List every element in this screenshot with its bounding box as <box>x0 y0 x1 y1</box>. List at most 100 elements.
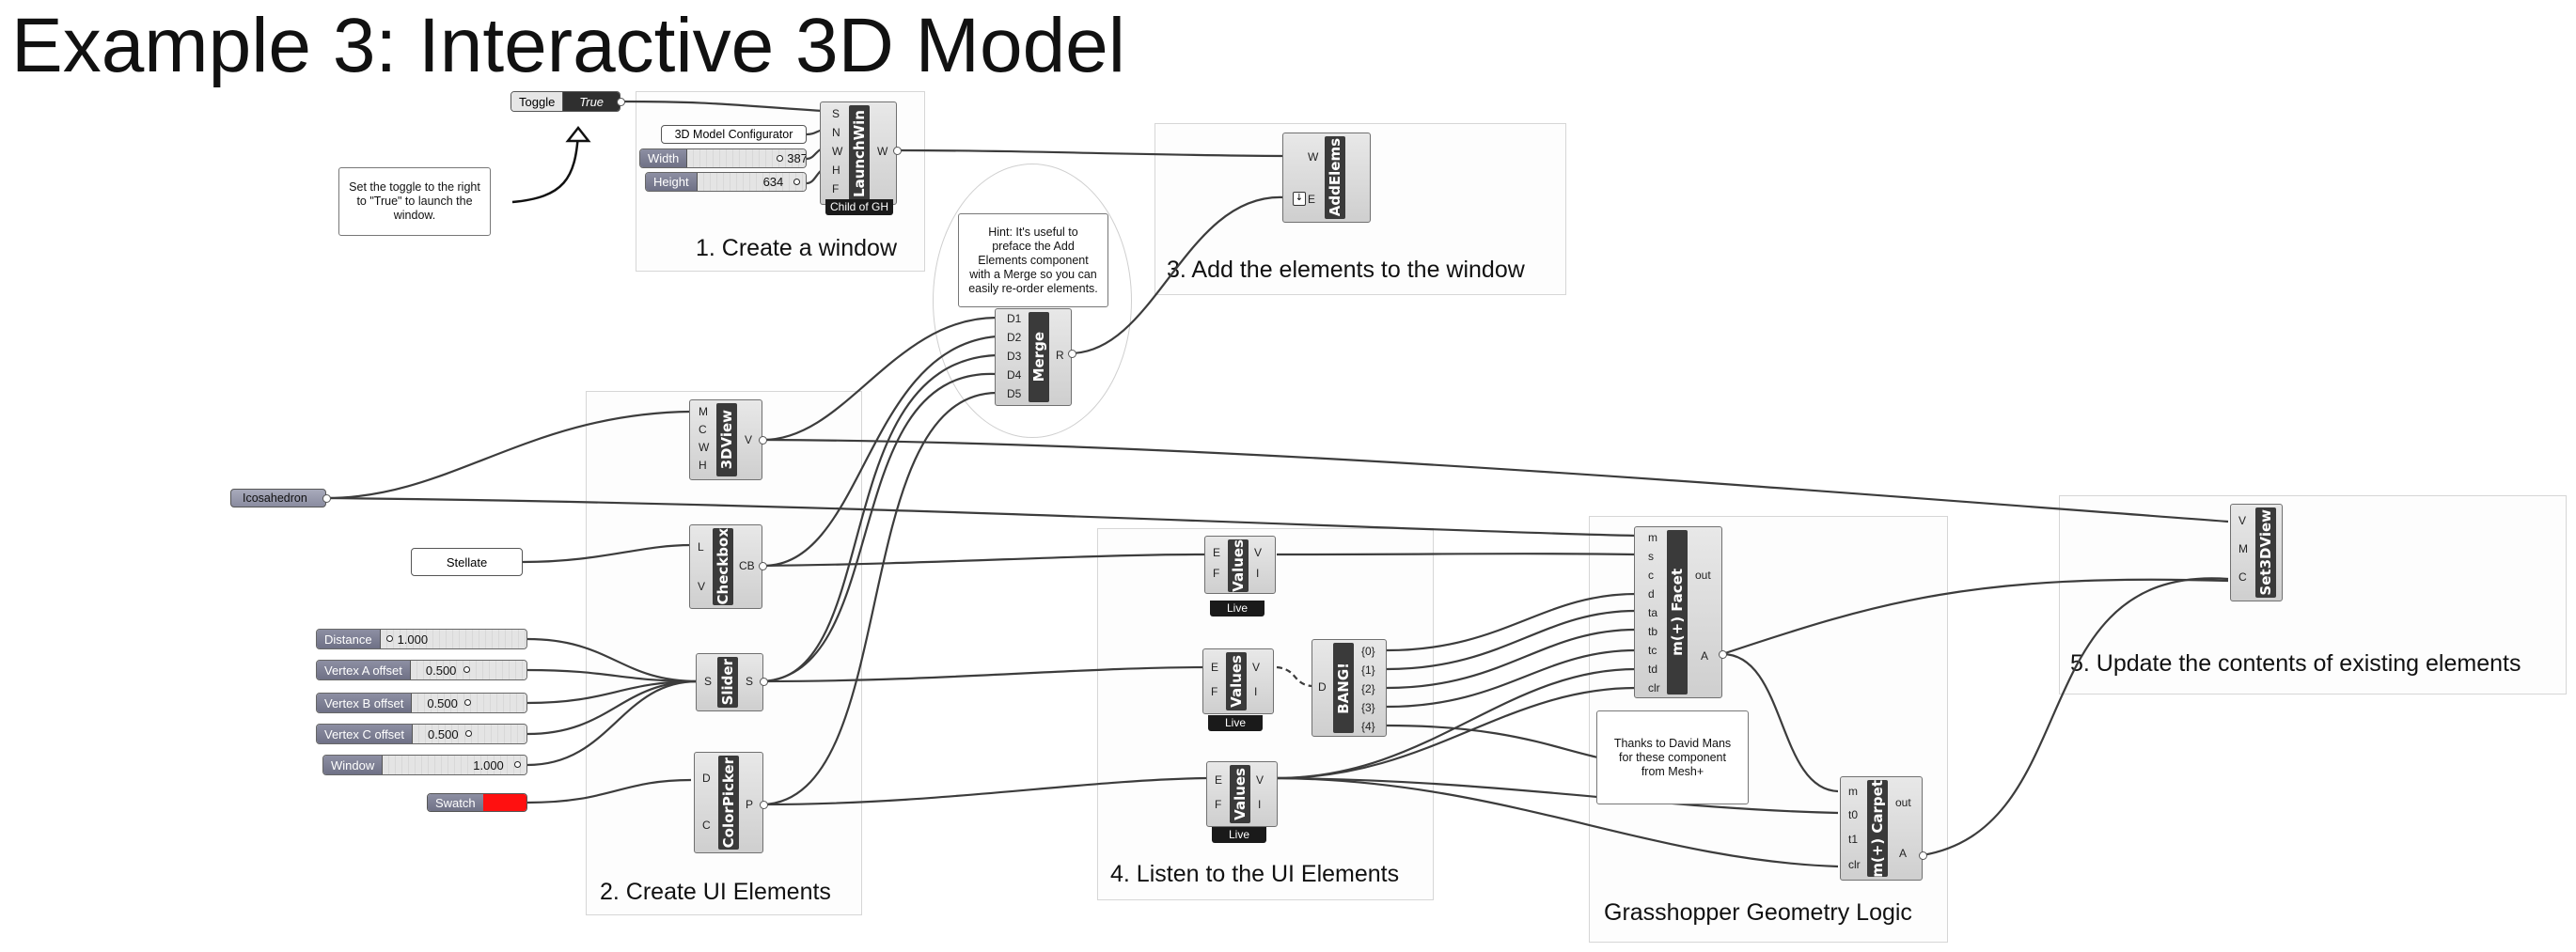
facet-input-tc[interactable]: tc <box>1648 644 1657 657</box>
facet-input-m[interactable]: m <box>1648 531 1657 544</box>
swatch-color-box[interactable] <box>482 794 526 811</box>
bang-component[interactable]: D BANG! {0} {1} {2} {3} {4} <box>1312 639 1387 737</box>
carpet-component[interactable]: m t0 t1 clr m(+) Carpet out A <box>1840 776 1923 881</box>
grip-checkbox-out[interactable] <box>759 562 767 570</box>
vertex-a-slider-track[interactable]: 0.500 <box>410 661 526 679</box>
icosahedron-param[interactable]: Icosahedron <box>230 489 326 507</box>
launchwin-output-w[interactable]: W <box>877 145 888 158</box>
merge-output-r[interactable]: R <box>1056 349 1064 362</box>
distance-slider-knob[interactable] <box>385 635 393 642</box>
values3-output-v[interactable]: V <box>1256 773 1264 787</box>
bang-output-2[interactable]: {2} <box>1361 682 1375 695</box>
grip-toggle-out[interactable] <box>617 98 625 106</box>
values1-output-i[interactable]: I <box>1256 567 1260 580</box>
addelems-input-e[interactable]: E <box>1308 193 1316 206</box>
set3dview-input-v[interactable]: V <box>2238 514 2247 527</box>
grip-colorpicker-out[interactable] <box>760 801 768 809</box>
merge-component[interactable]: D1 D2 D3 D4 D5 Merge R <box>995 308 1072 406</box>
grip-facet-out[interactable] <box>1719 650 1727 659</box>
window-slider-knob[interactable] <box>514 761 522 768</box>
swatch-param[interactable]: Swatch <box>427 793 527 812</box>
width-slider-track[interactable]: 387 <box>687 149 806 167</box>
distance-slider[interactable]: Distance 1.000 <box>316 629 527 649</box>
launchwin-input-w[interactable]: W <box>832 145 843 158</box>
values2-output-v[interactable]: V <box>1252 661 1261 674</box>
height-slider[interactable]: Height 634 <box>645 172 807 192</box>
window-title-panel[interactable]: 3D Model Configurator <box>661 125 807 144</box>
values1-input-e[interactable]: E <box>1213 546 1221 559</box>
values2-input-f[interactable]: F <box>1211 685 1218 698</box>
view3d-component[interactable]: M C W H 3DView V <box>689 399 762 480</box>
values3-component[interactable]: E F Values V I <box>1206 761 1278 827</box>
height-slider-knob[interactable] <box>793 179 800 185</box>
set3dview-input-m[interactable]: M <box>2238 542 2248 555</box>
bang-output-1[interactable]: {1} <box>1361 663 1375 677</box>
vertex-a-slider[interactable]: Vertex A offset 0.500 <box>316 660 527 680</box>
facet-component[interactable]: m s c d ta tb tc td clr m(+) Facet out A <box>1634 526 1722 698</box>
bang-output-4[interactable]: {4} <box>1361 720 1375 733</box>
slider-input-s[interactable]: S <box>704 675 713 688</box>
facet-input-clr[interactable]: clr <box>1648 681 1660 694</box>
carpet-output-out[interactable]: out <box>1895 796 1911 809</box>
values1-component[interactable]: E F Values V I <box>1204 536 1276 594</box>
bang-output-3[interactable]: {3} <box>1361 701 1375 714</box>
grip-icosahedron-out[interactable] <box>322 494 331 503</box>
grip-carpet-out[interactable] <box>1919 851 1927 860</box>
facet-input-ta[interactable]: ta <box>1648 606 1658 619</box>
colorpicker-component[interactable]: D C ColorPicker P <box>694 752 763 853</box>
addelems-input-w[interactable]: W <box>1308 150 1319 164</box>
merge-input-d5[interactable]: D5 <box>1007 387 1022 400</box>
width-slider-knob[interactable] <box>777 155 784 162</box>
colorpicker-input-d[interactable]: D <box>702 772 711 785</box>
facet-input-tb[interactable]: tb <box>1648 625 1658 638</box>
slider-output-s[interactable]: S <box>746 675 754 688</box>
launchwin-input-s[interactable]: S <box>832 107 840 120</box>
launchwin-input-h[interactable]: H <box>832 164 840 177</box>
vertex-b-slider-knob[interactable] <box>464 699 472 706</box>
distance-slider-track[interactable]: 1.000 <box>380 630 526 648</box>
height-slider-track[interactable]: 634 <box>697 173 806 191</box>
values3-input-f[interactable]: F <box>1215 798 1222 811</box>
launchwin-input-n[interactable]: N <box>832 126 840 139</box>
checkbox-output-cb[interactable]: CB <box>739 559 755 572</box>
values2-input-e[interactable]: E <box>1211 661 1219 674</box>
values2-output-i[interactable]: I <box>1254 685 1258 698</box>
vertex-b-slider-track[interactable]: 0.500 <box>412 694 526 712</box>
facet-output-a[interactable]: A <box>1701 649 1709 663</box>
values3-input-e[interactable]: E <box>1215 773 1223 787</box>
carpet-input-t0[interactable]: t0 <box>1848 808 1859 821</box>
launchwin-component[interactable]: S N W H F LaunchWin W <box>820 101 897 205</box>
checkbox-input-v[interactable]: V <box>698 580 706 593</box>
grip-slider-out[interactable] <box>760 678 768 686</box>
grip-merge-out[interactable] <box>1068 350 1076 358</box>
vertex-c-slider[interactable]: Vertex C offset 0.500 <box>316 724 527 744</box>
vertex-c-slider-track[interactable]: 0.500 <box>413 725 526 743</box>
carpet-input-m[interactable]: m <box>1848 785 1858 798</box>
values2-component[interactable]: E F Values V I <box>1202 648 1274 714</box>
width-slider[interactable]: Width 387 <box>639 148 807 168</box>
slider-component[interactable]: S Slider S <box>696 653 763 711</box>
set3dview-input-c[interactable]: C <box>2238 570 2247 584</box>
colorpicker-output-p[interactable]: P <box>746 798 754 811</box>
grip-view3d-out[interactable] <box>759 436 767 445</box>
bang-output-0[interactable]: {0} <box>1361 645 1375 658</box>
view3d-input-c[interactable]: C <box>699 423 707 436</box>
merge-input-d4[interactable]: D4 <box>1007 368 1022 382</box>
facet-input-d[interactable]: d <box>1648 587 1655 601</box>
view3d-input-m[interactable]: M <box>699 405 708 418</box>
merge-input-d3[interactable]: D3 <box>1007 350 1022 363</box>
checkbox-component[interactable]: L V Checkbox CB <box>689 524 762 609</box>
set3dview-component[interactable]: V M C Set3DView <box>2230 504 2283 601</box>
values3-output-i[interactable]: I <box>1258 798 1262 811</box>
facet-input-c[interactable]: c <box>1648 569 1654 582</box>
checkbox-input-l[interactable]: L <box>698 540 704 554</box>
carpet-input-t1[interactable]: t1 <box>1848 833 1859 846</box>
values1-output-v[interactable]: V <box>1254 546 1263 559</box>
facet-input-td[interactable]: td <box>1648 663 1658 676</box>
toggle-value[interactable]: True <box>563 92 620 111</box>
launchwin-input-f[interactable]: F <box>832 182 840 195</box>
vertex-b-slider[interactable]: Vertex B offset 0.500 <box>316 693 527 713</box>
merge-input-d2[interactable]: D2 <box>1007 331 1022 344</box>
window-slider[interactable]: Window 1.000 <box>322 755 527 775</box>
colorpicker-input-c[interactable]: C <box>702 819 711 832</box>
